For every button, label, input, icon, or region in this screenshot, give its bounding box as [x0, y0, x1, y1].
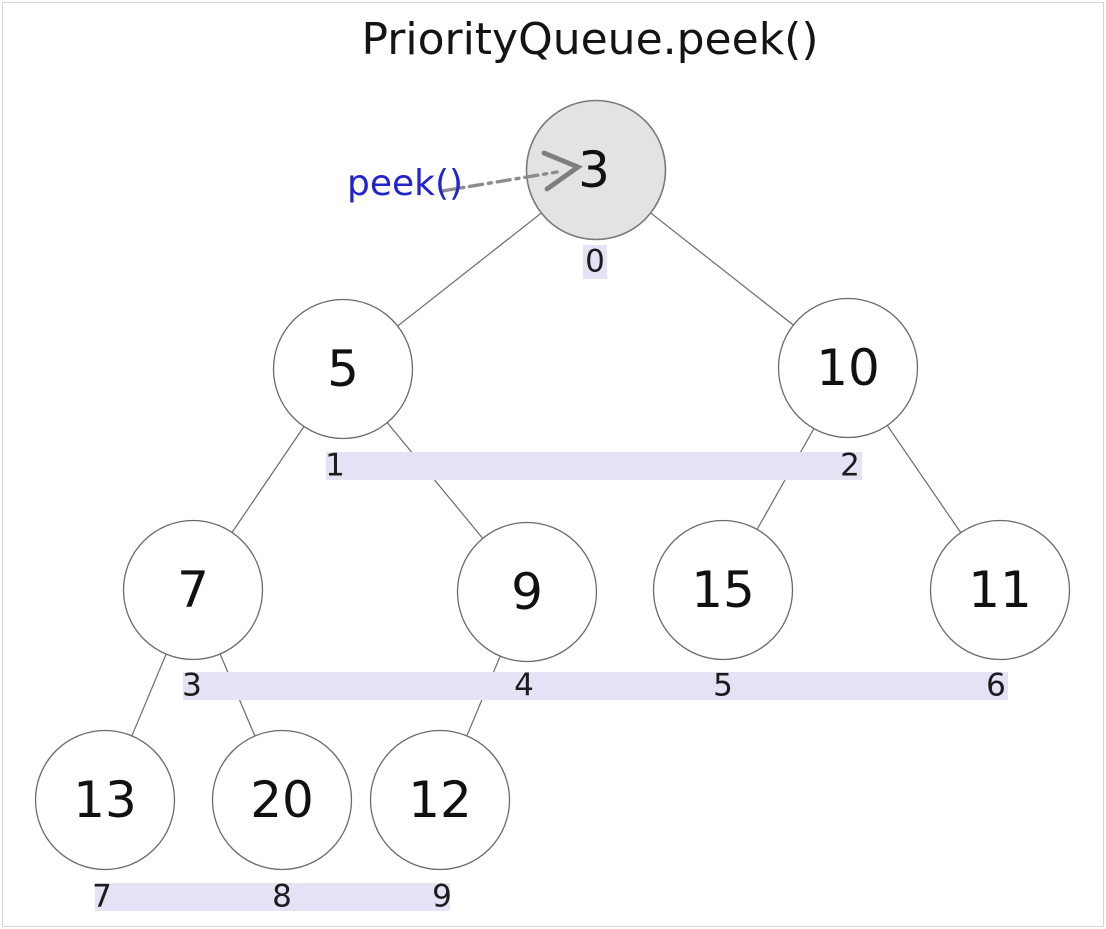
diagram-title: PriorityQueue.peek() — [361, 14, 819, 65]
node-value-8: 20 — [250, 771, 314, 829]
index-label-5: 5 — [713, 667, 733, 704]
index-band-level-3 — [95, 883, 450, 911]
index-band-level-2 — [183, 672, 1008, 700]
node-circle-1 — [272, 298, 414, 440]
node-value-7: 13 — [73, 771, 137, 829]
index-label-1: 1 — [325, 447, 345, 484]
node-circle-6 — [929, 519, 1071, 661]
index-label-2: 2 — [840, 447, 860, 484]
peek-annotation-label: peek() — [347, 163, 464, 204]
node-circle-7 — [34, 729, 176, 871]
node-circle-9 — [369, 729, 511, 871]
node-value-2: 10 — [816, 339, 880, 397]
node-value-4: 9 — [511, 563, 543, 621]
index-label-6: 6 — [986, 667, 1006, 704]
node-circle-3 — [122, 519, 264, 661]
peek-arrow — [440, 150, 583, 193]
node-circle-4 — [456, 521, 598, 663]
node-circle-root — [525, 99, 667, 241]
node-value-1: 5 — [327, 340, 359, 398]
node-value-6: 11 — [968, 561, 1032, 619]
tree-edges — [104, 169, 1001, 801]
node-circle-8 — [211, 729, 353, 871]
index-label-4: 4 — [514, 667, 534, 704]
node-value-9: 12 — [408, 771, 472, 829]
node-value-5: 15 — [691, 561, 755, 619]
peek-arrow-shaft — [440, 170, 559, 193]
tree-node-circles — [34, 99, 1071, 871]
node-circle-2 — [777, 297, 919, 439]
index-band-level-1 — [326, 452, 862, 480]
index-band-level-0 — [583, 245, 607, 279]
index-label-0: 0 — [585, 243, 605, 280]
node-circle-5 — [652, 519, 794, 661]
node-value-root: 3 — [578, 141, 610, 199]
peek-arrow-head — [541, 150, 583, 192]
index-label-3: 3 — [182, 667, 202, 704]
index-label-8: 8 — [272, 878, 292, 915]
index-label-7: 7 — [92, 878, 112, 915]
node-value-3: 7 — [177, 561, 209, 619]
index-label-9: 9 — [432, 878, 452, 915]
